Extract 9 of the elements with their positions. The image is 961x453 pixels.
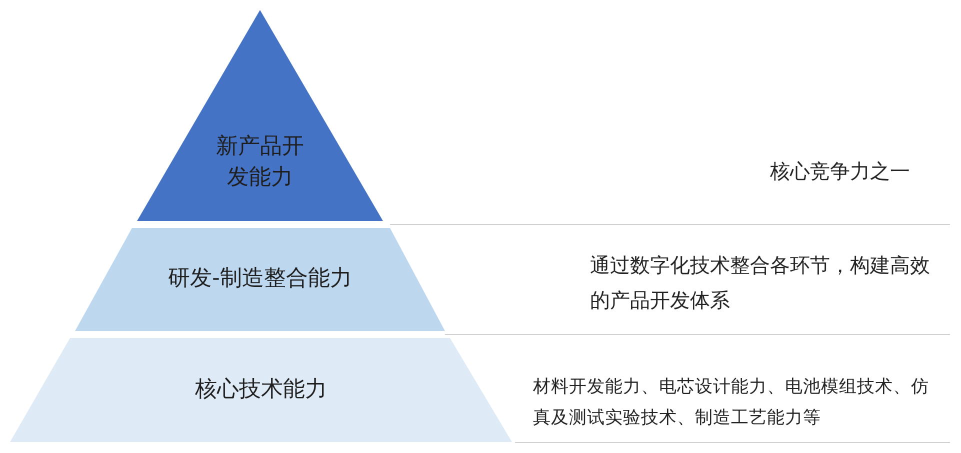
pyramid-tier xyxy=(75,228,445,331)
tier-label: 新产品开发能力 xyxy=(214,133,305,192)
tier-description: 核心竞争力之一 xyxy=(770,158,911,185)
tier-description: 材料开发能力、电芯设计能力、电池模组技术、仿真及测试实验技术、制造工艺能力等 xyxy=(533,376,930,430)
pyramid-tier xyxy=(137,10,383,221)
tier-label: 研发-制造整合能力 xyxy=(168,265,352,294)
tier-description: 通过数字化技术整合各环节，构建高效的产品开发体系 xyxy=(590,252,931,314)
pyramid-tier xyxy=(10,338,512,442)
tier-label: 核心技术能力 xyxy=(195,376,327,404)
